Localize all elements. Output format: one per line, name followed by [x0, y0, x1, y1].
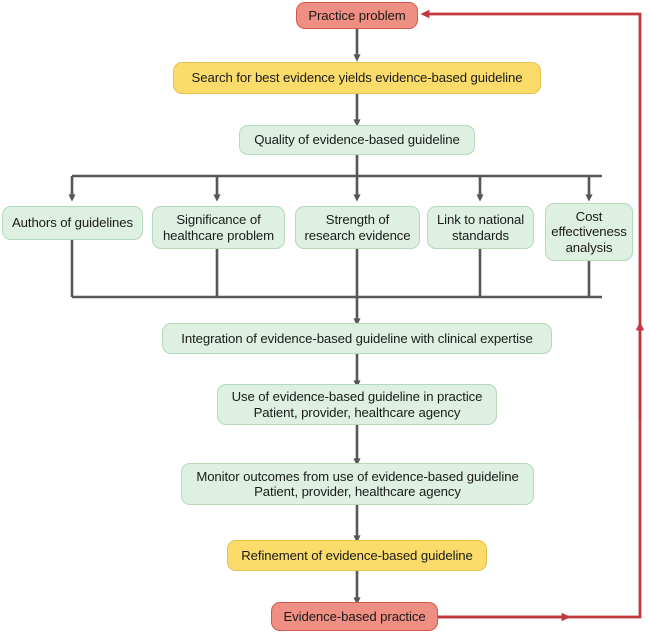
- node-use-guideline-in-practice[interactable]: Use of evidence-based guideline in pract…: [217, 384, 497, 425]
- node-label-line-1: Use of evidence-based guideline in pract…: [231, 389, 483, 404]
- node-link-national-standards[interactable]: Link to national standards: [427, 206, 534, 249]
- node-label-line-1: Monitor outcomes from use of evidence-ba…: [196, 468, 519, 484]
- node-label-line-2: Patient, provider, healthcare agency: [254, 484, 461, 499]
- node-practice-problem[interactable]: Practice problem: [296, 2, 418, 29]
- node-label-line-2: effectiveness: [551, 224, 627, 240]
- node-strength-research-evidence[interactable]: Strength of research evidence: [295, 206, 420, 249]
- node-label: Practice problem: [308, 7, 406, 23]
- node-quality-of-guideline[interactable]: Quality of evidence-based guideline: [239, 125, 475, 155]
- node-label: Evidence-based practice: [283, 608, 426, 624]
- node-label: Integration of evidence-based guideline …: [181, 330, 533, 346]
- node-label-line-2: healthcare problem: [162, 227, 275, 243]
- node-refinement-of-guideline[interactable]: Refinement of evidence-based guideline: [227, 540, 487, 571]
- node-significance-healthcare-problem[interactable]: Significance of healthcare problem: [152, 206, 285, 249]
- node-label-line-1: Link to national: [436, 212, 525, 227]
- node-label-line-2: Patient, provider, healthcare agency: [253, 404, 461, 420]
- node-label-line-2: standards: [451, 227, 509, 243]
- node-label-line-3: analysis: [565, 239, 613, 255]
- node-label: Refinement of evidence-based guideline: [241, 547, 473, 563]
- node-label: Quality of evidence-based guideline: [254, 132, 460, 148]
- node-label: Authors of guidelines: [11, 215, 134, 231]
- node-monitor-outcomes[interactable]: Monitor outcomes from use of evidence-ba…: [181, 463, 534, 505]
- node-label-line-1: Significance of: [176, 212, 261, 227]
- node-cost-effectiveness-analysis[interactable]: Cost effectiveness analysis: [545, 203, 633, 261]
- node-label: Search for best evidence yields evidence…: [191, 70, 523, 86]
- node-integration-clinical-expertise[interactable]: Integration of evidence-based guideline …: [162, 323, 552, 354]
- node-evidence-based-practice[interactable]: Evidence-based practice: [271, 602, 438, 631]
- node-label-line-1: Cost: [575, 208, 603, 224]
- node-label-line-2: research evidence: [304, 227, 411, 243]
- node-search-best-evidence[interactable]: Search for best evidence yields evidence…: [173, 62, 541, 94]
- node-label-line-1: Strength of: [325, 212, 390, 227]
- node-authors-of-guidelines[interactable]: Authors of guidelines: [2, 206, 143, 240]
